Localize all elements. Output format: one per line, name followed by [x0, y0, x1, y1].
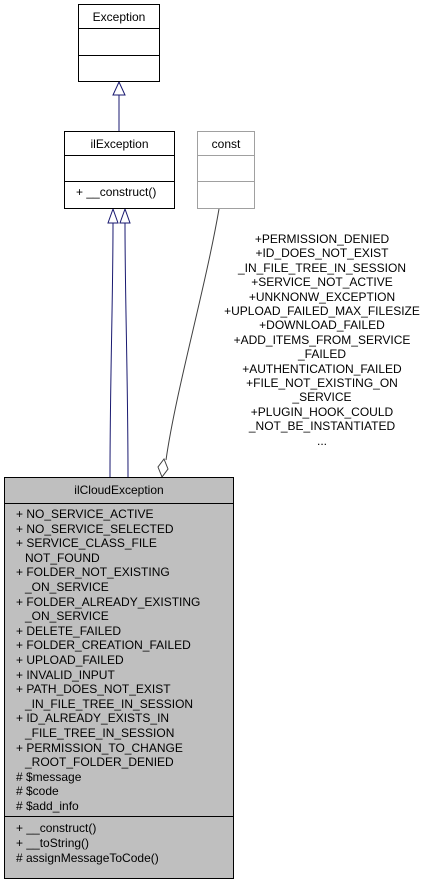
attribute-item-continuation: NOT_FOUND	[25, 550, 100, 565]
edge-label-line: _IN_FILE_TREE_IN_SESSION	[237, 260, 407, 275]
attribute-item: + NO_SERVICE_ACTIVE	[16, 507, 154, 521]
attribute-item: # $code	[16, 784, 59, 799]
edge-label-line: +ID_DOES_NOT_EXIST	[255, 246, 389, 261]
class-ilcloudexception-title: ilCloudException	[74, 483, 164, 497]
attribute-item: + FOLDER_CREATION_FAILED	[16, 638, 191, 653]
class-ilexception-attributes	[65, 155, 174, 181]
usage-edge-label: +PERMISSION_DENIED +ID_DOES_NOT_EXIST _I…	[210, 232, 434, 448]
class-const[interactable]: const	[197, 131, 255, 209]
inheritance-edge-ilcloudexception-ilexception-right	[124, 222, 129, 478]
attribute-item-continuation: _FILE_TREE_IN_SESSION	[25, 725, 175, 740]
method-item: + __toString()	[16, 836, 90, 851]
attribute-item: # $message	[16, 769, 82, 784]
class-ilexception[interactable]: ilException + __construct()	[64, 131, 175, 209]
attribute-item: + FOLDER_NOT_EXISTING	[16, 565, 170, 580]
usage-edge-const-ilcloudexception	[165, 208, 220, 461]
usage-diamond-ilcloudexception	[157, 457, 169, 479]
attribute-item: + FOLDER_ALREADY_EXISTING	[16, 594, 201, 609]
attribute-item-continuation: _ROOT_FOLDER_DENIED	[25, 755, 174, 770]
edge-label-line: _FAILED	[297, 347, 347, 362]
edge-label-line: +ADD_ITEMS_FROM_SERVICE	[233, 332, 411, 347]
class-exception[interactable]: Exception	[78, 4, 160, 82]
method-item: + __construct()	[16, 821, 97, 836]
class-exception-attributes	[79, 28, 159, 55]
attribute-item: + DELETE_FAILED	[16, 623, 122, 638]
class-const-attributes	[198, 155, 254, 181]
class-ilcloudexception[interactable]: ilCloudException + NO_SERVICE_ACTIVE + N…	[4, 477, 234, 879]
inheritance-edge-ilcloudexception-ilexception-left	[109, 222, 114, 478]
inheritance-arrowhead-ilexception-right	[119, 207, 131, 224]
edge-label-line: +UPLOAD_FAILED_MAX_FILESIZE	[224, 304, 420, 319]
attribute-item: # $add_info	[16, 798, 79, 813]
class-const-methods	[198, 181, 254, 207]
attribute-item: + PATH_DOES_NOT_EXIST	[16, 682, 171, 697]
inheritance-arrowhead-exception	[112, 80, 126, 96]
edge-label-line: +AUTHENTICATION_FAILED	[242, 361, 402, 376]
class-ilexception-title: ilException	[90, 137, 149, 151]
class-ilcloudexception-attributes: + NO_SERVICE_ACTIVE + NO_SERVICE_SELECTE…	[5, 503, 233, 816]
edge-label-line: +UNKNONW_EXCEPTION	[248, 289, 396, 304]
attribute-item-continuation: _ON_SERVICE	[25, 579, 109, 594]
method-item: # assignMessageToCode()	[16, 850, 159, 865]
inheritance-arrowhead-ilexception-left	[107, 207, 119, 224]
edge-label-line: _SERVICE	[292, 390, 352, 405]
edge-label-line: +PERMISSION_DENIED	[254, 232, 390, 246]
edge-label-line: +PLUGIN_HOOK_COULD	[250, 404, 394, 419]
class-const-title: const	[211, 137, 241, 151]
attribute-item: + ID_ALREADY_EXISTS_IN	[16, 711, 170, 726]
class-ilexception-methods: + __construct()	[65, 181, 174, 200]
attribute-item-continuation: _ON_SERVICE	[25, 609, 109, 624]
attribute-item: + UPLOAD_FAILED	[16, 652, 124, 667]
class-exception-methods	[79, 55, 159, 81]
class-exception-title: Exception	[92, 10, 146, 24]
edge-label-line: _NOT_BE_INSTANTIATED	[248, 419, 396, 434]
attribute-item-continuation: _IN_FILE_TREE_IN_SESSION	[25, 696, 194, 711]
edge-label-line: ...	[316, 433, 327, 448]
attribute-item: + NO_SERVICE_SELECTED	[16, 521, 174, 536]
method-item: + __construct()	[76, 185, 157, 199]
edge-label-line: +SERVICE_NOT_ACTIVE	[251, 275, 393, 290]
class-ilcloudexception-methods: + __construct() + __toString() # assignM…	[5, 816, 233, 868]
attribute-item: + SERVICE_CLASS_FILE	[16, 536, 157, 551]
attribute-item: + INVALID_INPUT	[16, 667, 115, 682]
edge-label-line: +DOWNLOAD_FAILED	[259, 318, 385, 333]
edge-label-line: +FILE_NOT_EXISTING_ON	[246, 376, 398, 391]
attribute-item: + PERMISSION_TO_CHANGE	[16, 740, 183, 755]
